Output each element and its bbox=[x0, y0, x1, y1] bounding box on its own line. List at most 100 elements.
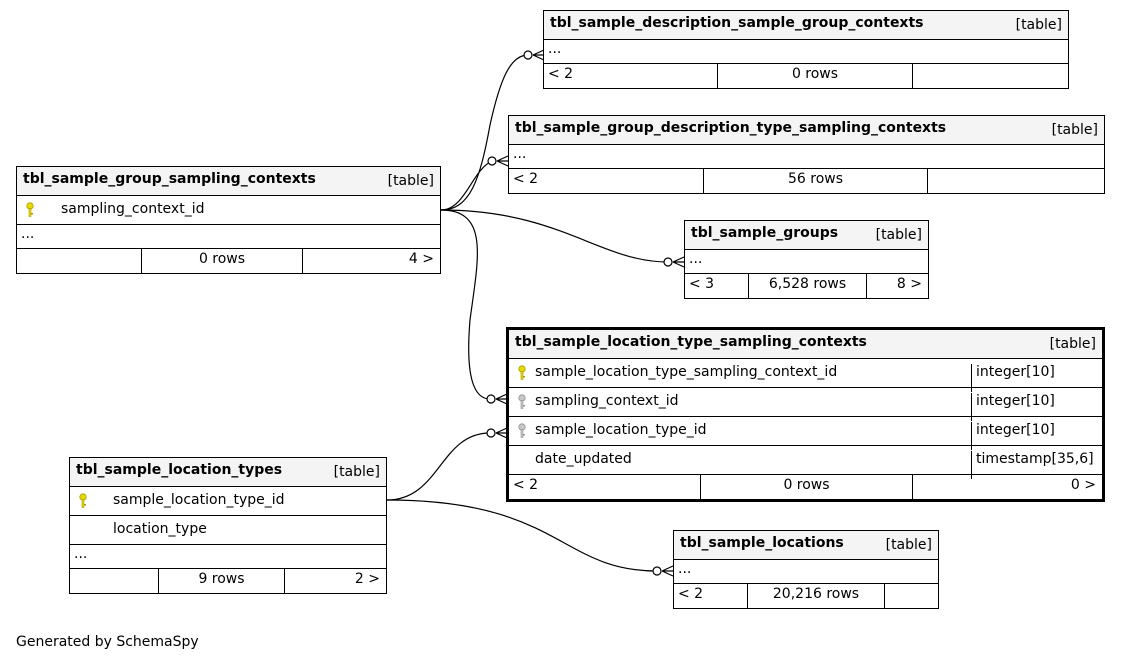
table-kind: [table] bbox=[1049, 336, 1096, 352]
primary-key-icon bbox=[78, 493, 88, 513]
parents-link[interactable]: < 2 bbox=[678, 586, 704, 602]
crowfoot-icon bbox=[672, 256, 685, 268]
ellipsis: ... bbox=[74, 546, 88, 562]
row-count: 20,216 rows bbox=[747, 584, 884, 608]
column-type: integer[10] bbox=[971, 393, 1055, 421]
table-header: tbl_sample_description_sample_group_cont… bbox=[544, 11, 1068, 40]
relationship-line bbox=[440, 54, 529, 211]
more-columns-row: ... bbox=[70, 545, 386, 569]
more-columns-row: ... bbox=[509, 145, 1104, 169]
table-footer: < 2 56 rows bbox=[509, 169, 1104, 193]
row-count: 9 rows bbox=[158, 569, 284, 593]
table-name[interactable]: tbl_sample_locations bbox=[680, 535, 844, 551]
table-kind: [table] bbox=[387, 173, 434, 189]
table-box-sample-groups[interactable]: tbl_sample_groups [table] ... < 3 6,528 … bbox=[684, 220, 929, 299]
more-columns-row: ... bbox=[17, 225, 440, 249]
table-kind: [table] bbox=[1051, 122, 1098, 138]
crowfoot-icon bbox=[661, 565, 674, 577]
more-columns-row: ... bbox=[685, 250, 928, 274]
column-row[interactable]: sampling_context_id bbox=[17, 196, 440, 225]
row-count: 0 rows bbox=[141, 249, 302, 273]
table-name[interactable]: tbl_sample_location_type_sampling_contex… bbox=[515, 334, 867, 350]
table-header: tbl_sample_locations [table] bbox=[674, 531, 938, 560]
table-kind: [table] bbox=[875, 227, 922, 243]
children-link[interactable] bbox=[912, 64, 1068, 88]
column-type: timestamp[35,6] bbox=[971, 451, 1094, 479]
crowfoot-icon bbox=[495, 427, 508, 439]
relationship-line bbox=[440, 160, 493, 211]
parents-link[interactable]: < 2 bbox=[548, 66, 574, 82]
table-name[interactable]: tbl_sample_location_types bbox=[76, 462, 283, 478]
column-row[interactable]: sample_location_type_sampling_context_id… bbox=[509, 359, 1102, 392]
crowfoot-icon bbox=[496, 155, 509, 167]
column-name: sample_location_type_id bbox=[535, 422, 707, 438]
table-box-group-sampling-contexts[interactable]: tbl_sample_group_sampling_contexts [tabl… bbox=[16, 166, 441, 274]
children-link[interactable]: 4 > bbox=[302, 249, 440, 273]
ellipsis: ... bbox=[513, 146, 527, 162]
table-box-sample-locations[interactable]: tbl_sample_locations [table] ... < 2 20,… bbox=[673, 530, 939, 609]
table-kind: [table] bbox=[885, 537, 932, 553]
relationship-end-circle bbox=[663, 257, 673, 267]
relationship-line bbox=[386, 432, 491, 501]
column-name: date_updated bbox=[535, 451, 632, 467]
relationship-line bbox=[440, 209, 491, 400]
row-count: 0 rows bbox=[700, 475, 912, 499]
ellipsis: ... bbox=[548, 41, 562, 57]
relationship-line bbox=[440, 209, 669, 263]
relationship-end-circle bbox=[487, 156, 497, 166]
ellipsis: ... bbox=[678, 561, 692, 577]
more-columns-row: ... bbox=[674, 560, 938, 584]
children-link[interactable] bbox=[884, 584, 938, 608]
table-name[interactable]: tbl_sample_description_sample_group_cont… bbox=[550, 15, 924, 31]
row-count: 0 rows bbox=[717, 64, 912, 88]
crowfoot-icon bbox=[495, 393, 508, 405]
ellipsis: ... bbox=[21, 226, 35, 242]
primary-key-icon bbox=[517, 365, 527, 385]
column-row[interactable]: location_type bbox=[70, 516, 386, 545]
parents-link[interactable]: < 3 bbox=[689, 276, 715, 292]
relationship-line bbox=[386, 499, 658, 572]
more-columns-row: ... bbox=[544, 40, 1068, 64]
children-link[interactable]: 2 > bbox=[284, 569, 386, 593]
children-link[interactable]: 8 > bbox=[866, 274, 928, 298]
table-footer: < 3 6,528 rows 8 > bbox=[685, 274, 928, 298]
column-row[interactable]: sample_location_type_id bbox=[70, 487, 386, 516]
parents-link[interactable]: < 2 bbox=[513, 171, 539, 187]
relationship-end-circle bbox=[486, 394, 496, 404]
column-name: sampling_context_id bbox=[61, 201, 205, 217]
column-row[interactable]: date_updated timestamp[35,6] bbox=[509, 446, 1102, 479]
table-name[interactable]: tbl_sample_group_sampling_contexts bbox=[23, 171, 316, 187]
column-row[interactable]: sample_location_type_id integer[10] bbox=[509, 417, 1102, 450]
foreign-key-icon bbox=[517, 423, 527, 443]
column-row[interactable]: sampling_context_id integer[10] bbox=[509, 388, 1102, 421]
table-box-sample-location-types[interactable]: tbl_sample_location_types [table] sample… bbox=[69, 457, 387, 594]
table-header: tbl_sample_group_description_type_sampli… bbox=[509, 116, 1104, 145]
table-name[interactable]: tbl_sample_group_description_type_sampli… bbox=[515, 120, 947, 136]
parents-link[interactable] bbox=[17, 249, 141, 273]
table-header: tbl_sample_groups [table] bbox=[685, 221, 928, 250]
parents-link[interactable] bbox=[70, 569, 158, 593]
table-header: tbl_sample_group_sampling_contexts [tabl… bbox=[17, 167, 440, 196]
table-kind: [table] bbox=[333, 464, 380, 480]
crowfoot-icon bbox=[532, 49, 545, 61]
children-link[interactable] bbox=[927, 169, 1104, 193]
primary-key-icon bbox=[25, 202, 35, 222]
table-footer: < 2 0 rows 0 > bbox=[509, 475, 1102, 499]
table-box-group-description-type-sampling-contexts[interactable]: tbl_sample_group_description_type_sampli… bbox=[508, 115, 1105, 194]
column-name: sampling_context_id bbox=[535, 393, 679, 409]
table-footer: 0 rows 4 > bbox=[17, 249, 440, 273]
row-count: 56 rows bbox=[703, 169, 927, 193]
table-name[interactable]: tbl_sample_groups bbox=[691, 225, 839, 241]
table-footer: < 2 0 rows bbox=[544, 64, 1068, 88]
table-kind: [table] bbox=[1015, 17, 1062, 33]
table-footer: < 2 20,216 rows bbox=[674, 584, 938, 608]
parents-link[interactable]: < 2 bbox=[513, 477, 539, 493]
relationship-end-circle bbox=[486, 428, 496, 438]
children-link[interactable]: 0 > bbox=[912, 475, 1102, 499]
row-count: 6,528 rows bbox=[748, 274, 866, 298]
table-box-location-type-sampling-contexts[interactable]: tbl_sample_location_type_sampling_contex… bbox=[506, 327, 1105, 502]
table-box-description-sample-group-contexts[interactable]: tbl_sample_description_sample_group_cont… bbox=[543, 10, 1069, 89]
ellipsis: ... bbox=[689, 251, 703, 267]
column-type: integer[10] bbox=[971, 364, 1055, 392]
